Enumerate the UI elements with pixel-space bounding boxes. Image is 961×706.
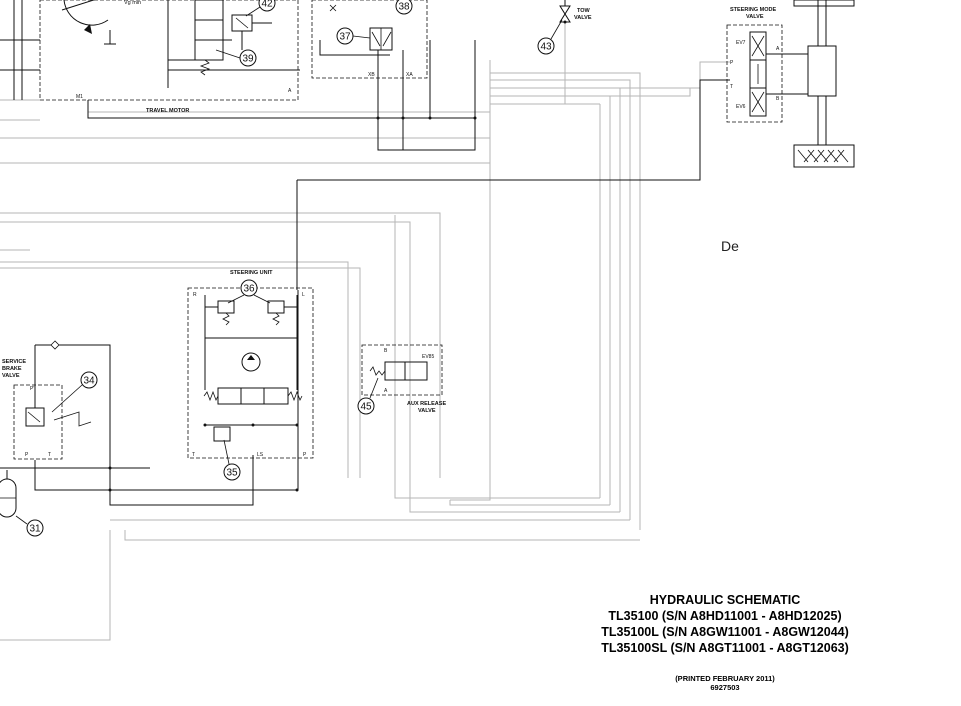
model-line-3: TL35100SL (S/N A8GT11001 - A8GT12063) — [601, 641, 849, 655]
port-a-aux: A — [384, 388, 388, 394]
service-brake-label-2: BRAKE — [2, 366, 22, 372]
port-p-steering-unit: P — [303, 452, 307, 458]
port-ls: LS — [257, 452, 264, 458]
port-p-brake: P — [25, 452, 29, 458]
callout-45-circle — [357, 397, 375, 415]
model-line-1: TL35100 (S/N A8HD11001 - A8HD12025) — [608, 609, 842, 623]
model-line-2: TL35100L (S/N A8GW11001 - A8GW12044) — [601, 625, 849, 639]
printed-date: (PRINTED FEBRUARY 2011) — [675, 674, 775, 683]
callout-36: 36 — [243, 284, 255, 295]
port-b-aux: B — [384, 348, 388, 354]
callout-43-circle — [537, 37, 555, 55]
callout-34-circle — [80, 371, 98, 389]
port-xa: XA — [406, 72, 413, 78]
port-t-brake: T — [48, 452, 51, 458]
tow-valve: TOW VALVE — [559, 0, 592, 23]
service-brake-valve: SERVICE BRAKE VALVE P' P T — [2, 340, 92, 460]
travel-motor-block: Vg min M1 A TRAVEL MOTOR — [0, 0, 299, 114]
accumulator-31 — [0, 470, 17, 518]
callout-43: 43 — [540, 42, 552, 53]
callout-42: 42 — [261, 0, 273, 10]
callout-leaders — [15, 6, 563, 525]
travel-motor-label: TRAVEL MOTOR — [146, 108, 189, 114]
port-t-steering-unit: T — [192, 452, 195, 458]
callout-39: 39 — [242, 54, 254, 65]
drain-lines — [0, 22, 730, 641]
port-p-steer: P — [730, 60, 734, 66]
callout-45: 45 — [360, 402, 372, 413]
valve-39-42 — [194, 0, 272, 76]
callout-31: 31 — [29, 524, 41, 535]
steering-unit-label: STEERING UNIT — [230, 270, 273, 276]
port-a-motor: A — [288, 88, 292, 94]
callout-numbers: 31 34 35 36 37 38 39 42 43 45 — [29, 0, 552, 535]
steering-unit: STEERING UNIT R L T LS P — [187, 270, 314, 459]
port-r: R — [193, 292, 197, 298]
aux-release-label-2: VALVE — [418, 408, 436, 414]
port-ev6: EV6 — [736, 104, 746, 110]
callout-36-circle — [240, 279, 258, 297]
callout-35: 35 — [226, 468, 238, 479]
tow-valve-label-2: VALVE — [574, 15, 592, 21]
callout-34: 34 — [83, 376, 95, 387]
port-p-prime: P' — [30, 386, 34, 392]
steering-mode-label-1: STEERING MODE — [730, 7, 776, 13]
schematic-title: HYDRAULIC SCHEMATIC — [649, 593, 801, 607]
pressure-lines — [0, 0, 730, 506]
callout-38: 38 — [398, 2, 410, 13]
port-xb: XB — [368, 72, 375, 78]
callout-42-circle — [258, 0, 276, 12]
port-a-steer: A — [776, 46, 780, 52]
steering-cylinder — [793, 0, 855, 168]
steering-mode-valve: STEERING MODE VALVE EV7 EV6 P T A B — [726, 7, 820, 123]
steering-mode-label-2: VALVE — [746, 14, 764, 20]
aux-release-label-1: AUX RELEASE — [407, 401, 446, 407]
service-brake-label-3: VALVE — [2, 373, 20, 379]
port-t-steer: T — [730, 84, 733, 90]
callout-37: 37 — [339, 32, 351, 43]
port-m1: M1 — [76, 94, 83, 100]
port-ev85: EV85 — [422, 354, 434, 360]
callout-35-circle — [223, 463, 241, 481]
doc-number: 6927503 — [710, 683, 740, 692]
port-b-steer: B — [776, 96, 780, 102]
aux-release-valve: B A EV85 AUX RELEASE VALVE — [361, 344, 446, 414]
callout-circles — [26, 0, 555, 537]
stray-text: De — [721, 238, 739, 254]
junction-dots — [108, 20, 567, 492]
valve-37-38-block: XB XA — [311, 0, 428, 79]
service-brake-label-1: SERVICE — [2, 359, 26, 365]
port-ev7: EV7 — [736, 40, 746, 46]
callout-31-circle — [26, 519, 44, 537]
title-block: HYDRAULIC SCHEMATIC TL35100 (S/N A8HD110… — [560, 592, 890, 692]
callout-38-circle — [395, 0, 413, 15]
tow-valve-label-1: TOW — [577, 8, 591, 14]
vg-min-label: Vg min — [124, 0, 141, 6]
port-l: L — [302, 292, 305, 298]
